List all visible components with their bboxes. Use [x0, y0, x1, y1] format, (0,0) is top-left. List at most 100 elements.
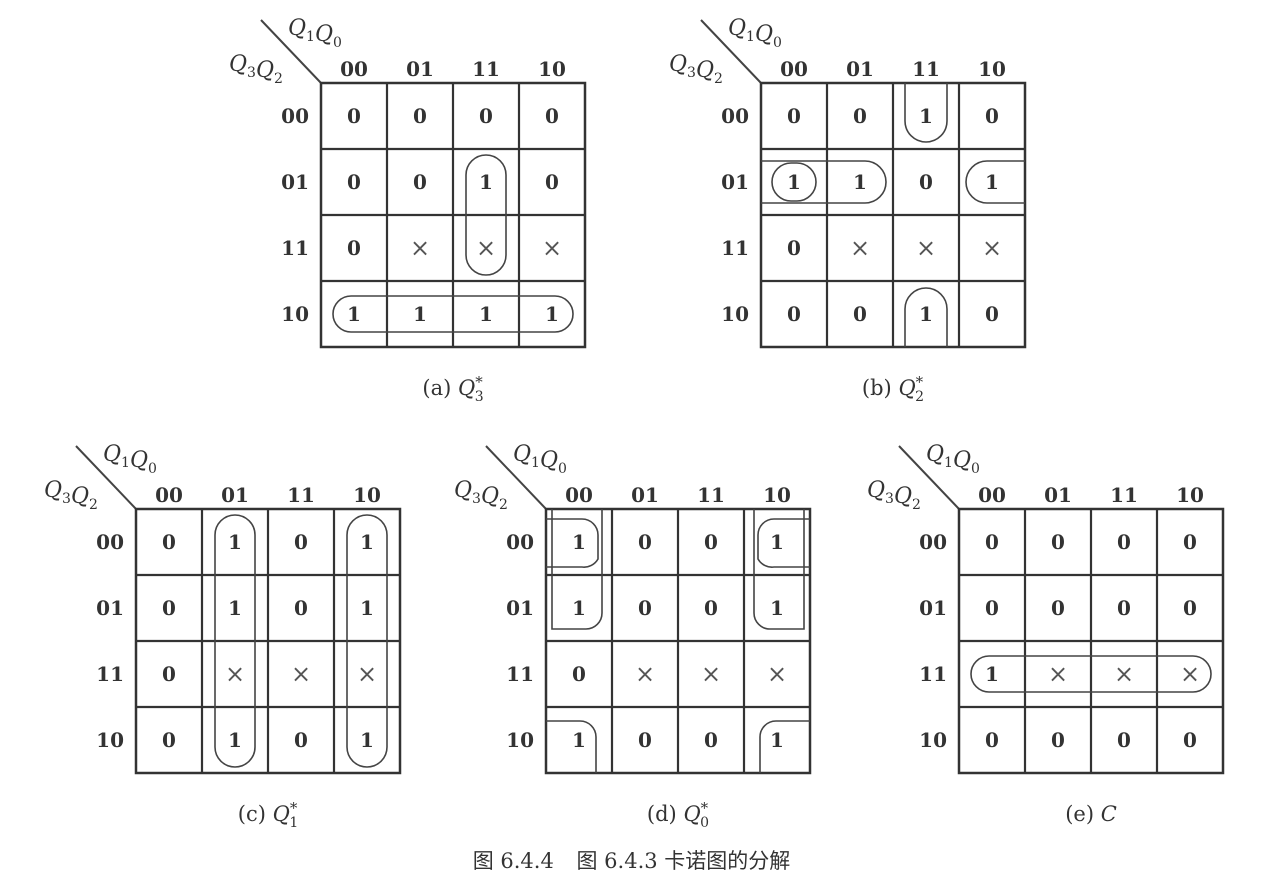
cell-value: 1 — [479, 302, 493, 326]
group-loop-0-bottom — [904, 287, 948, 347]
group-loop-0-tr-a — [757, 518, 810, 568]
column-header-11: 11 — [697, 483, 725, 507]
cell-value: 0 — [704, 530, 718, 554]
row-header-00: 00 — [506, 530, 534, 554]
cell-value: 0 — [1117, 728, 1131, 752]
cell-value: 0 — [787, 104, 801, 128]
row-header-11: 11 — [96, 662, 124, 686]
group-loop-0-br — [759, 720, 810, 773]
cell-value: 0 — [1183, 530, 1197, 554]
cell-value: × — [1114, 660, 1134, 688]
cell-value: 0 — [638, 530, 652, 554]
row-header-01: 01 — [721, 170, 749, 194]
column-header-01: 01 — [406, 57, 434, 81]
corner-diagonal — [898, 445, 960, 510]
cell-value: × — [850, 234, 870, 262]
corner-diagonal — [260, 19, 322, 84]
cell-value: 1 — [360, 596, 374, 620]
cell-value: × — [1180, 660, 1200, 688]
column-header-10: 10 — [1176, 483, 1204, 507]
cell-value: 1 — [572, 530, 586, 554]
column-header-11: 11 — [1110, 483, 1138, 507]
corner-diagonal — [485, 445, 547, 510]
cell-value: 0 — [479, 104, 493, 128]
cell-value: 1 — [572, 596, 586, 620]
group-loop-2-right — [965, 160, 1025, 204]
column-header-00: 00 — [340, 57, 368, 81]
cell-value: 0 — [638, 596, 652, 620]
row-variable-label: Q3Q2 — [454, 478, 508, 513]
cell-value: 0 — [162, 728, 176, 752]
group-loop-1 — [332, 295, 574, 333]
row-header-00: 00 — [919, 530, 947, 554]
cell-value: × — [767, 660, 787, 688]
cell-value: 1 — [770, 530, 784, 554]
cell-value: 0 — [985, 596, 999, 620]
cell-value: 1 — [985, 170, 999, 194]
group-loop-2-left — [761, 160, 887, 204]
column-header-00: 00 — [155, 483, 183, 507]
column-header-00: 00 — [565, 483, 593, 507]
cell-value: 0 — [162, 662, 176, 686]
row-header-10: 10 — [919, 728, 947, 752]
row-header-11: 11 — [506, 662, 534, 686]
cell-value: 0 — [162, 596, 176, 620]
group-loop-1 — [346, 514, 388, 768]
column-variable-label: Q1Q0 — [288, 16, 342, 51]
cell-value: 1 — [787, 170, 801, 194]
figure-title: 图 6.4.3 卡诺图的分解 — [576, 849, 791, 873]
row-header-01: 01 — [506, 596, 534, 620]
group-loop-0-bl — [546, 720, 597, 773]
cell-value: 0 — [985, 530, 999, 554]
row-variable-label: Q3Q2 — [669, 52, 723, 87]
column-header-00: 00 — [780, 57, 808, 81]
cell-value: 1 — [853, 170, 867, 194]
group-loop-0-top — [904, 83, 948, 143]
column-variable-label: Q1Q0 — [513, 442, 567, 477]
row-header-10: 10 — [281, 302, 309, 326]
column-header-10: 10 — [763, 483, 791, 507]
column-header-11: 11 — [912, 57, 940, 81]
cell-value: 1 — [413, 302, 427, 326]
cell-value: 0 — [1051, 530, 1065, 554]
cell-value: × — [357, 660, 377, 688]
column-header-01: 01 — [221, 483, 249, 507]
row-header-01: 01 — [919, 596, 947, 620]
cell-value: × — [701, 660, 721, 688]
cell-value: × — [225, 660, 245, 688]
cell-value: × — [291, 660, 311, 688]
cell-value: 1 — [347, 302, 361, 326]
column-variable-label: Q1Q0 — [103, 442, 157, 477]
cell-value: × — [982, 234, 1002, 262]
cell-value: 0 — [638, 728, 652, 752]
cell-value: 1 — [919, 104, 933, 128]
cell-value: 0 — [853, 104, 867, 128]
row-header-11: 11 — [281, 236, 309, 260]
cell-value: 0 — [985, 104, 999, 128]
column-variable-label: Q1Q0 — [728, 16, 782, 51]
cell-value: 0 — [1183, 596, 1197, 620]
map-caption: (b) Q*2 — [862, 373, 924, 405]
group-loop-0-tl-b — [551, 509, 603, 630]
cell-value: 1 — [985, 662, 999, 686]
column-header-10: 10 — [353, 483, 381, 507]
corner-diagonal — [75, 445, 137, 510]
cell-value: × — [916, 234, 936, 262]
cell-value: 0 — [985, 302, 999, 326]
row-header-00: 00 — [281, 104, 309, 128]
column-header-11: 11 — [472, 57, 500, 81]
cell-value: 0 — [162, 530, 176, 554]
figure-number: 图 6.4.4 — [472, 849, 554, 873]
cell-value: 0 — [572, 662, 586, 686]
group-loop-0 — [970, 655, 1212, 693]
cell-value: 0 — [704, 728, 718, 752]
cell-value: 0 — [347, 104, 361, 128]
corner-diagonal — [700, 19, 762, 84]
cell-value: 1 — [228, 728, 242, 752]
cell-value: 0 — [1051, 728, 1065, 752]
cell-value: 0 — [704, 596, 718, 620]
